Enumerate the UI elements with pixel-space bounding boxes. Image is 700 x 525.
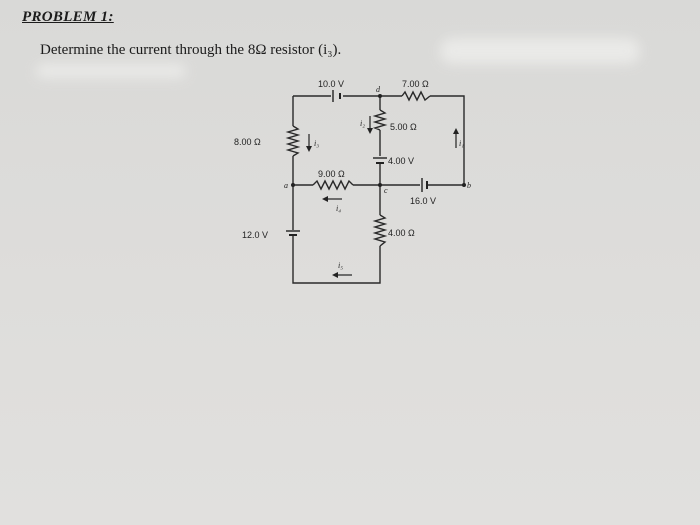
current-arrow-i2	[367, 116, 373, 134]
label-i2: i₂	[360, 119, 365, 128]
resistor-9-ohm	[312, 179, 354, 191]
wire-left-bottom	[292, 236, 381, 284]
node-a-dot	[291, 183, 295, 187]
node-b-label: b	[467, 181, 471, 190]
current-arrow-i5	[332, 272, 352, 278]
resistor-8-ohm	[285, 125, 301, 157]
label-resistor-7: 7.00 Ω	[402, 79, 429, 89]
problem-question: Determine the current through the 8Ω res…	[40, 42, 342, 58]
wire-top-right	[430, 95, 465, 185]
label-battery-12v: 12.0 V	[242, 230, 268, 240]
label-resistor-8: 8.00 Ω	[234, 137, 261, 147]
resistor-5-ohm	[372, 109, 388, 131]
erased-area	[440, 38, 640, 64]
erased-area	[36, 64, 186, 78]
battery-4v	[373, 157, 387, 164]
node-c-label: c	[384, 186, 388, 195]
battery-12v	[286, 230, 300, 236]
battery-10v	[332, 90, 341, 102]
node-d-label: d	[376, 85, 381, 94]
label-i1: i₁	[459, 139, 464, 148]
label-i5: i₅	[338, 261, 343, 270]
label-i3: i₃	[314, 139, 319, 148]
node-d-dot	[378, 94, 382, 98]
label-resistor-9: 9.00 Ω	[318, 169, 345, 179]
current-arrow-i3	[306, 134, 312, 152]
label-battery-10v: 10.0 V	[318, 79, 344, 89]
battery-16v	[421, 178, 428, 192]
circuit-diagram: 10.0 V 7.00 Ω 5.00 Ω 8.00 Ω 4.00 V 9.00 …	[234, 79, 471, 284]
resistor-7-ohm	[401, 90, 431, 102]
resistor-4-ohm	[372, 214, 388, 247]
node-b-dot	[462, 183, 466, 187]
node-c-dot	[378, 183, 382, 187]
current-arrow-i1	[453, 128, 459, 148]
problem-title: PROBLEM 1:	[22, 9, 114, 25]
label-i4: i₄	[336, 204, 341, 213]
label-resistor-4: 4.00 Ω	[388, 228, 415, 238]
current-arrow-i4	[322, 196, 342, 202]
label-battery-16v: 16.0 V	[410, 196, 436, 206]
label-resistor-5: 5.00 Ω	[390, 122, 417, 132]
label-battery-4v: 4.00 V	[388, 156, 414, 166]
node-a-label: a	[284, 181, 288, 190]
